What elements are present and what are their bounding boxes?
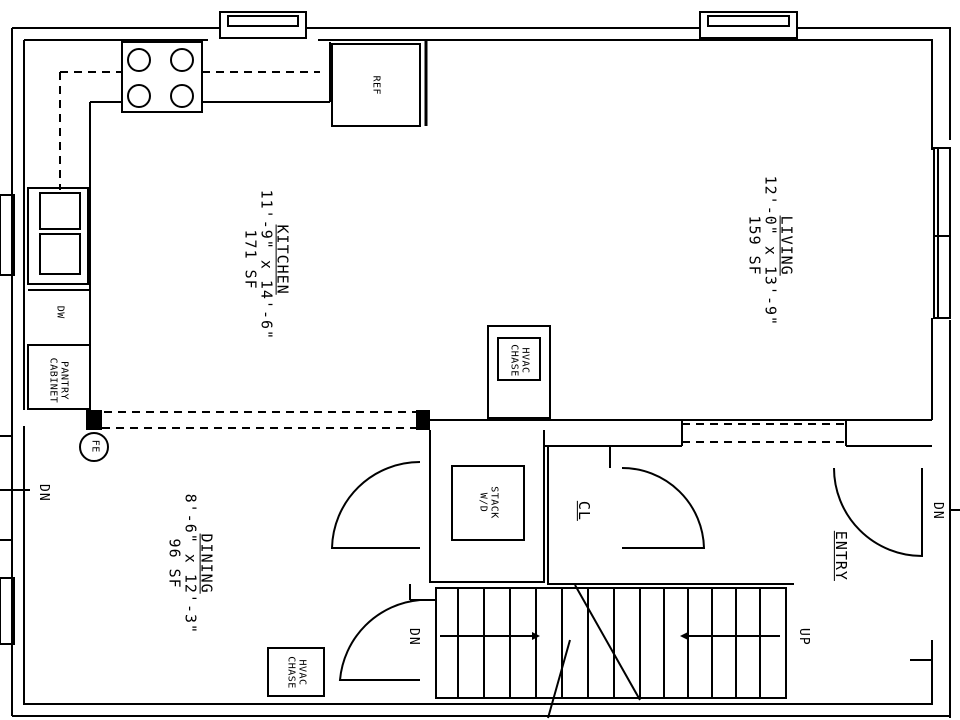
window-left-lower [0, 577, 15, 645]
kitchen-name: KITCHEN [273, 224, 292, 295]
dining-dims: 8'-6" x 12'-3" [181, 493, 200, 635]
hvac-chase-upper [487, 325, 551, 419]
kitchen-dims: 11'-9" x 14'-6" [257, 189, 276, 341]
label-dw: DW [54, 305, 66, 319]
stack-washer-dryer [451, 465, 525, 541]
cooktop [121, 41, 203, 113]
kitchen-area: 171 SF [242, 229, 261, 290]
label-up-stair: UP [795, 627, 811, 646]
door-swing-laundry [330, 461, 421, 549]
label-stack-wd: STACK W/D [478, 486, 500, 519]
living-name: LIVING [777, 215, 796, 276]
door-swing-closet [621, 467, 706, 549]
room-label-entry: ENTRY [831, 526, 850, 586]
refrigerator [331, 43, 421, 127]
inner-wall [23, 39, 933, 705]
door-swing-entry [833, 467, 923, 558]
closet-name: CL [574, 500, 593, 521]
window-left-upper [0, 194, 15, 276]
label-fe: FE [89, 439, 101, 453]
room-label-kitchen: KITCHEN 11'-9" x 14'-6" 171 SF [242, 189, 292, 341]
stair-run [435, 587, 787, 699]
kitchen-counter [89, 42, 331, 410]
window-right [933, 147, 951, 319]
outer-wall [11, 27, 951, 718]
room-label-dining: DINING 8'-6" x 12'-3" 96 SF [166, 493, 216, 635]
entry-name: ENTRY [831, 530, 850, 581]
window-top-left [219, 11, 307, 39]
sink [27, 187, 89, 285]
label-ref: REF [370, 75, 382, 96]
stair-treads [457, 588, 761, 698]
room-label-living: LIVING 12'-0" x 13'-9" 159 SF [746, 175, 796, 327]
stair-break-line [547, 584, 641, 719]
label-dn-right: DN [929, 501, 945, 520]
hvac-chase-lower [267, 647, 325, 697]
laundry-closet-walls [409, 430, 794, 601]
living-area: 159 SF [746, 215, 765, 276]
label-pantry-cabinet: PANTRY CABINET [48, 357, 70, 404]
door-swing-stair [338, 599, 421, 681]
fire-extinguisher-symbol [79, 432, 109, 462]
dining-name: DINING [197, 533, 216, 594]
window-top-right [699, 11, 798, 39]
room-label-closet: CL [574, 496, 593, 526]
dining-area: 96 SF [166, 538, 185, 589]
pantry-cabinet [27, 344, 91, 410]
label-hvac-chase-lower: HVAC CHASE [286, 656, 308, 689]
label-dn-stair: DN [405, 627, 421, 646]
label-dn-left: DN [35, 483, 51, 502]
label-hvac-chase-upper: HVAC CHASE [509, 344, 531, 377]
living-dims: 12'-0" x 13'-9" [761, 175, 780, 327]
